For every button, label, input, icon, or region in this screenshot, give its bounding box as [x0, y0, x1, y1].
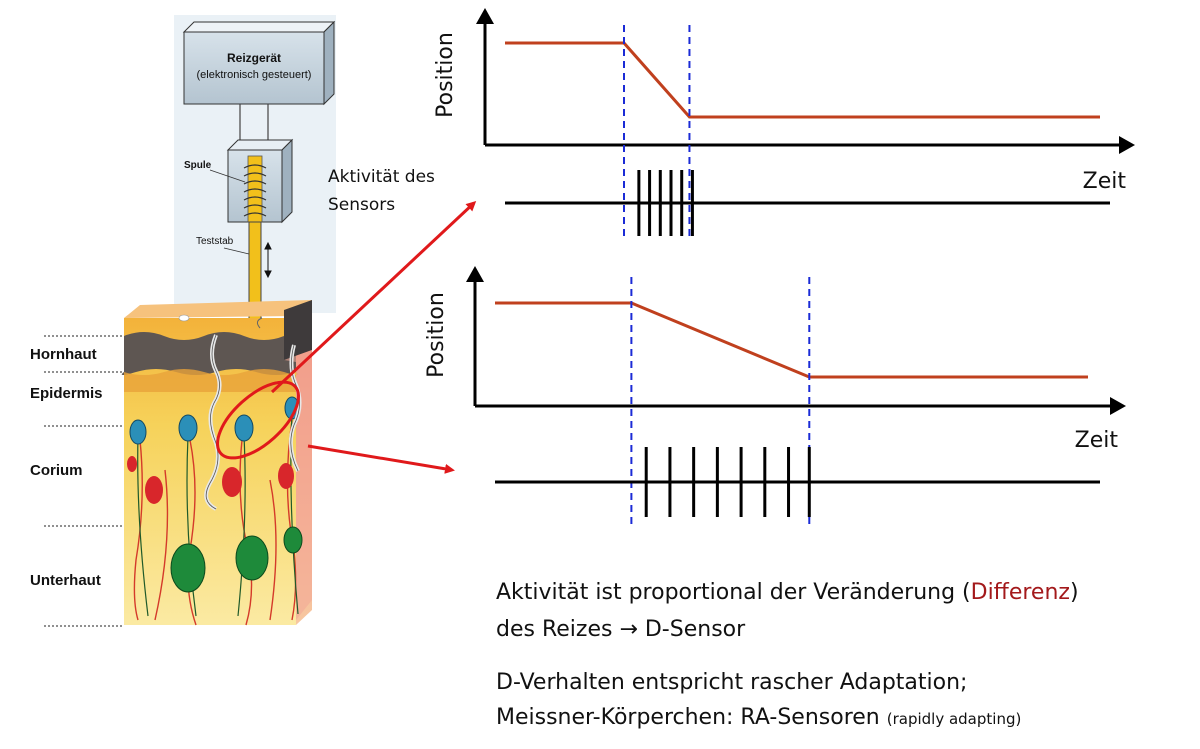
y-axis-arrowhead	[476, 8, 494, 24]
caption-line-2: des Reizes → D-Sensor	[496, 617, 746, 642]
sensor-activity-label-line2: Sensors	[328, 195, 395, 215]
y-axis-label: Position	[424, 292, 449, 378]
layer-label-hornhaut: Hornhaut	[30, 346, 97, 363]
pacinian-corpuscles	[170, 526, 303, 593]
x-axis-label: Zeit	[1075, 428, 1119, 453]
x-axis-arrowhead	[1119, 136, 1135, 154]
y-axis-arrowhead	[466, 266, 484, 282]
layer-boundaries	[44, 335, 124, 627]
layer-label-unterhaut: Unterhaut	[30, 572, 101, 589]
x-axis-label: Zeit	[1083, 169, 1127, 194]
position-trace	[505, 41, 1100, 119]
arrow-to-top-graph	[270, 200, 477, 394]
stimulator-device	[182, 20, 336, 106]
caption-line-4-main: Meissner-Körperchen: RA-Sensoren	[496, 705, 880, 730]
meissner-corpuscles	[129, 396, 300, 445]
caption-line-1: Aktivität ist proportional der Veränderu…	[496, 578, 1079, 608]
y-axis-label: Position	[433, 32, 458, 118]
merkel-discs	[127, 456, 294, 504]
layer-label-corium: Corium	[30, 462, 83, 479]
sensor-highlight-ellipse	[216, 380, 300, 460]
layer-label-epidermis: Epidermis	[30, 385, 103, 402]
device-title: Reizgerät	[227, 51, 281, 65]
nerve-fibers	[133, 419, 297, 626]
probe-label: Teststab	[196, 236, 234, 247]
probe-label-leader	[223, 247, 250, 255]
caption-line-3: D-Verhalten entspricht rascher Adaptatio…	[496, 670, 968, 695]
position-trace	[495, 301, 1088, 379]
hair-follicles-outline	[205, 334, 300, 510]
caption-line-4: Meissner-Körperchen: RA-Sensoren (rapidl…	[496, 703, 1021, 734]
caption-highlight-differenz: Differenz	[970, 580, 1070, 605]
x-axis-arrowhead	[1110, 397, 1126, 415]
caption-line-1-after: )	[1069, 580, 1079, 605]
caption-line-1-before: Aktivität ist proportional der Veränderu…	[496, 580, 971, 605]
caption-line-4-small: (rapidly adapting)	[886, 710, 1022, 728]
sensor-activity-label-line1: Aktivität des	[328, 167, 435, 187]
device-subtitle: (elektronisch gesteuert)	[197, 69, 312, 81]
coil-label-leader	[209, 169, 246, 183]
skin-cross-section	[121, 300, 312, 625]
coil-label: Spule	[184, 160, 212, 171]
motion-double-arrow-icon	[264, 241, 272, 279]
arrow-to-bottom-graph	[307, 444, 455, 474]
